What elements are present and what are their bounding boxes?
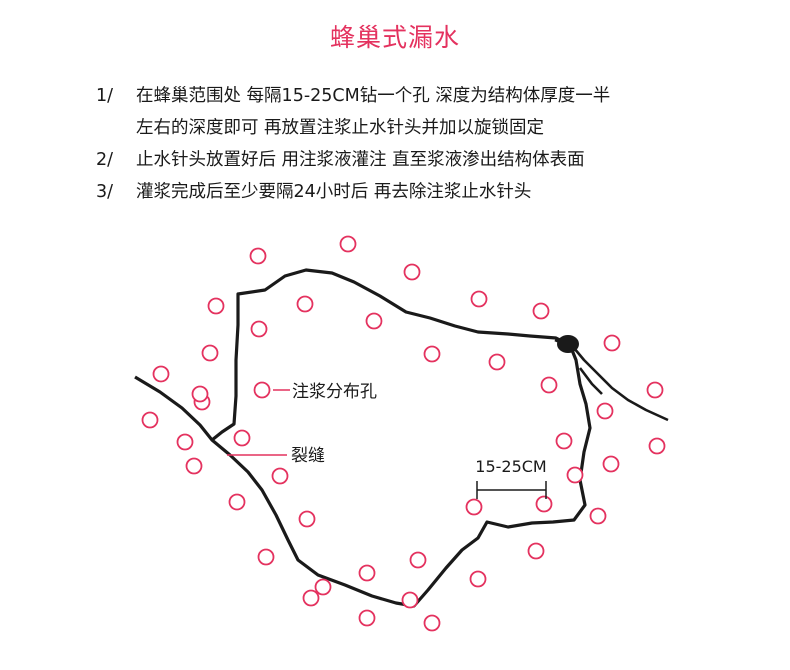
grout-hole — [302, 589, 320, 607]
grout-hole — [423, 614, 441, 632]
step-3-number: 3/ — [96, 182, 114, 202]
crack-segment — [134, 268, 592, 608]
grout-hole — [365, 312, 383, 330]
grout-hole — [249, 247, 267, 265]
grout-hole — [253, 381, 271, 399]
grout-hole — [296, 295, 314, 313]
grout-hole — [470, 290, 488, 308]
grout-hole — [176, 433, 194, 451]
grout-hole — [152, 365, 170, 383]
step-2-number: 2/ — [96, 150, 114, 170]
grout-hole — [532, 302, 550, 320]
step-1-continuation: 左右的深度即可 再放置注浆止水针头并加以旋锁固定 — [96, 112, 776, 144]
step-3-line-1: 灌浆完成后至少要隔24小时后 再去除注浆止水针头 — [136, 182, 532, 202]
grout-hole — [314, 578, 332, 596]
step-1-number: 1/ — [96, 86, 114, 106]
step-1-line-1: 在蜂巢范围处 每隔15-25CM钻一个孔 深度为结构体厚度一半 — [136, 86, 611, 106]
step-1: 1/在蜂巢范围处 每隔15-25CM钻一个孔 深度为结构体厚度一半 — [96, 80, 776, 112]
grout-hole — [423, 345, 441, 363]
grout-hole — [527, 542, 545, 560]
grout-hole — [257, 548, 275, 566]
grout-hole — [488, 353, 506, 371]
honeycomb-leak-diagram: 注浆分布孔 裂缝 15-25CM — [134, 235, 669, 632]
grout-hole — [271, 467, 289, 485]
grout-hole — [250, 320, 268, 338]
grout-hole — [566, 466, 584, 484]
spacing-dimension: 15-25CM — [475, 457, 547, 499]
step-2: 2/止水针头放置好后 用注浆液灌注 直至浆液渗出结构体表面 — [96, 144, 776, 176]
crack-lines — [134, 268, 669, 608]
step-1-line-2: 左右的深度即可 再放置注浆止水针头并加以旋锁固定 — [136, 118, 545, 138]
grout-hole — [409, 551, 427, 569]
grout-hole — [603, 334, 621, 352]
crack-segment — [578, 367, 603, 395]
hole-label-group: 注浆分布孔 — [273, 382, 377, 402]
hole-label: 注浆分布孔 — [292, 382, 377, 402]
grout-hole — [403, 263, 421, 281]
grout-hole — [589, 507, 607, 525]
grout-hole — [358, 564, 376, 582]
crack-label: 裂缝 — [291, 446, 325, 466]
grout-hole — [401, 591, 419, 609]
grout-hole — [358, 609, 376, 627]
crack-junction — [557, 335, 579, 353]
grout-hole — [201, 344, 219, 362]
grout-hole — [465, 498, 483, 516]
grout-hole — [596, 402, 614, 420]
grout-hole — [185, 457, 203, 475]
grout-hole — [298, 510, 316, 528]
grout-holes — [141, 235, 666, 632]
grout-hole — [233, 429, 251, 447]
crack-label-group: 裂缝 — [227, 446, 325, 466]
grout-hole — [602, 455, 620, 473]
step-3: 3/灌浆完成后至少要隔24小时后 再去除注浆止水针头 — [96, 176, 776, 208]
grout-hole — [141, 411, 159, 429]
grout-hole — [646, 381, 664, 399]
grout-hole — [339, 235, 357, 253]
step-2-line-1: 止水针头放置好后 用注浆液灌注 直至浆液渗出结构体表面 — [136, 150, 585, 170]
grout-hole — [469, 570, 487, 588]
grout-hole — [228, 493, 246, 511]
grout-hole — [191, 385, 209, 403]
instruction-steps: 1/在蜂巢范围处 每隔15-25CM钻一个孔 深度为结构体厚度一半 左右的深度即… — [96, 80, 776, 208]
grout-hole — [648, 437, 666, 455]
page-title: 蜂巢式漏水 — [329, 23, 460, 52]
grout-hole — [535, 495, 553, 513]
grout-hole — [207, 297, 225, 315]
grout-hole — [540, 376, 558, 394]
grout-hole — [555, 432, 573, 450]
spacing-label: 15-25CM — [475, 457, 546, 476]
